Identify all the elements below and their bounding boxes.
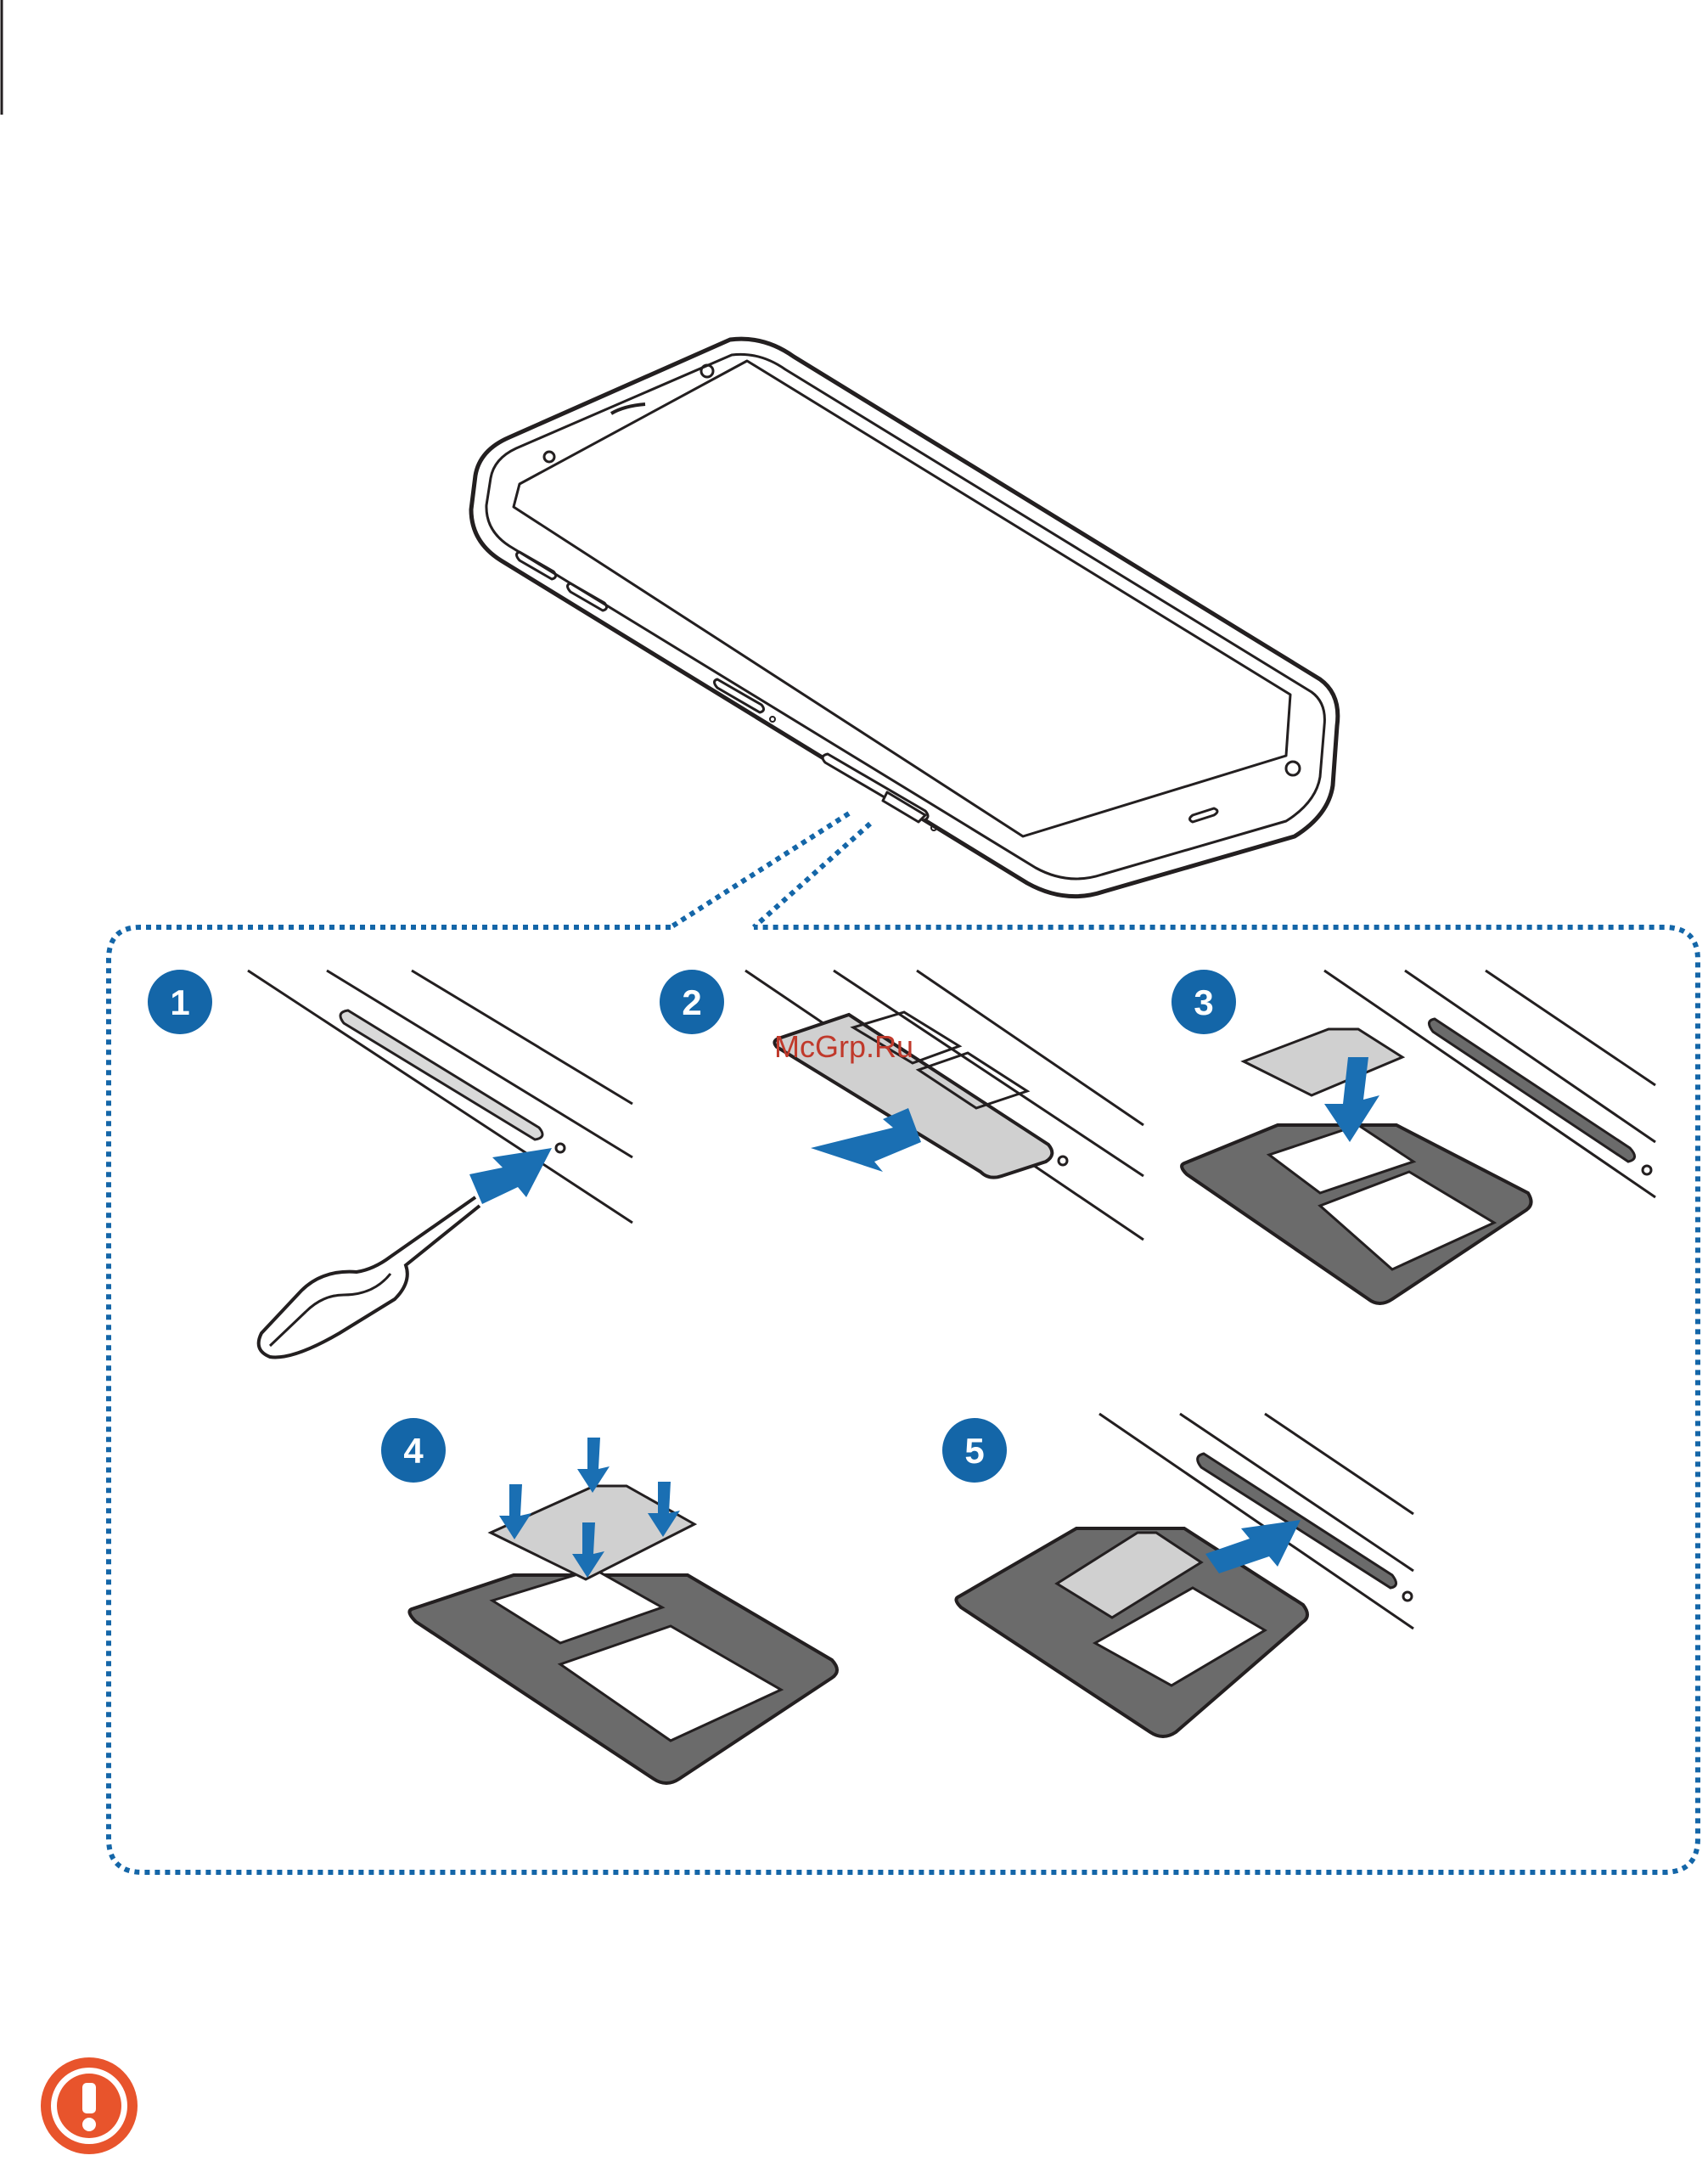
step-3-sim-card: [1244, 1029, 1402, 1095]
step-3-badge: 3: [1171, 970, 1236, 1034]
step-3-slot: [1429, 1019, 1634, 1162]
svg-text:2: 2: [682, 982, 701, 1022]
watermark-text: McGrp.Ru: [774, 1029, 913, 1064]
svg-text:4: 4: [403, 1431, 424, 1471]
step-2-illustration: [745, 971, 1143, 1240]
step-5-badge: 5: [942, 1418, 1007, 1483]
step-1-illustration: [248, 971, 632, 1357]
step-4-badge: 4: [381, 1418, 446, 1483]
step-2-badge: 2: [660, 970, 724, 1034]
caution-exclamation-icon: [46, 2063, 132, 2149]
step-1-badge: 1: [148, 970, 212, 1034]
step-3-illustration: [1182, 971, 1655, 1303]
step-5-push-arrow-icon: [1205, 1520, 1301, 1573]
step-4-illustration: [409, 1486, 837, 1783]
phone-illustration: [471, 339, 1338, 896]
step-1-push-arrow-icon: [469, 1148, 552, 1204]
svg-text:1: 1: [170, 982, 189, 1022]
step-1-eject-hole: [556, 1144, 565, 1152]
sim-ejection-pin-icon: [259, 1197, 480, 1357]
svg-text:3: 3: [1194, 982, 1213, 1022]
step-2-pull-arrow-icon: [811, 1108, 921, 1172]
zoom-indicator-lines: [671, 813, 870, 927]
step-5-illustration: [956, 1414, 1413, 1736]
svg-text:5: 5: [964, 1431, 984, 1471]
